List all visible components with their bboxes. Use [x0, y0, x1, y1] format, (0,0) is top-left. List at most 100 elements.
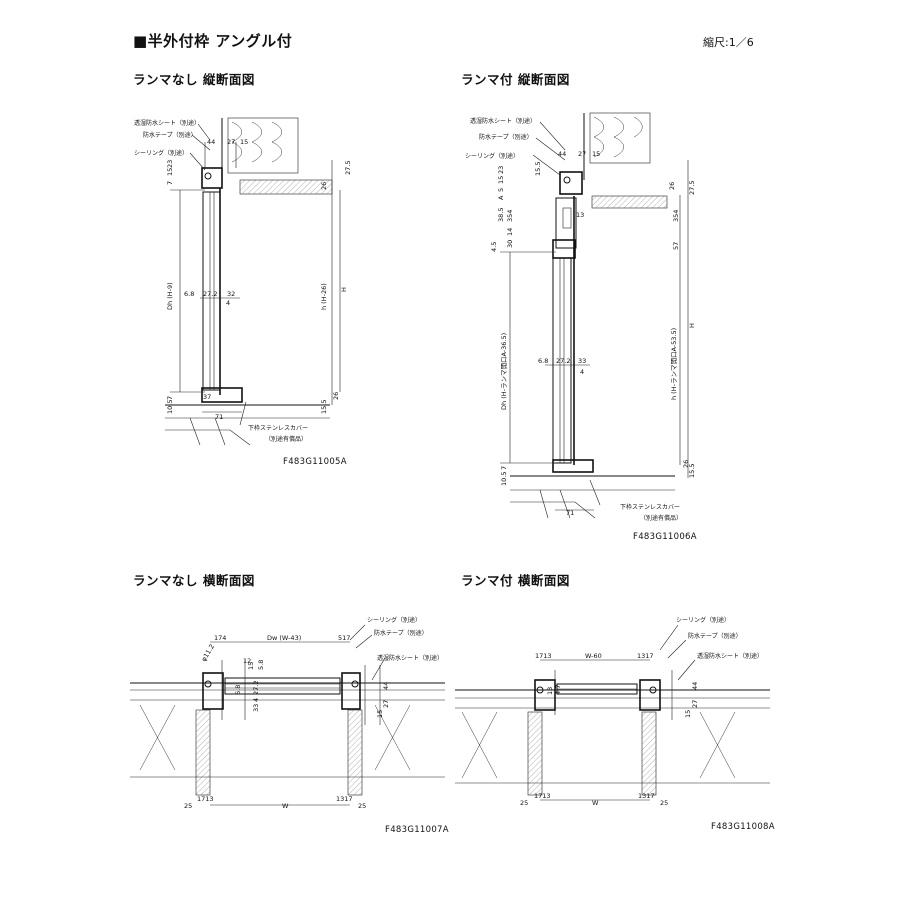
- dim-33: 33: [252, 704, 260, 712]
- sash: [224, 677, 341, 695]
- dim-27-5: 27.5: [344, 161, 352, 175]
- title-h-ranma: ランマ付 横断面図: [461, 573, 570, 588]
- label-sheet: 透湿防水シート（別途）: [697, 652, 763, 660]
- sealing-mark: [563, 176, 571, 184]
- dim-4-5: 4.5: [490, 242, 498, 252]
- dim-15: 15: [240, 138, 248, 146]
- dim-15-5a: 15.5: [534, 162, 542, 176]
- dim-26a: 26: [320, 182, 328, 190]
- dim-A: A: [497, 195, 505, 200]
- dim-1713b: 1713: [534, 792, 551, 800]
- dim-27-5: 27.5: [688, 181, 696, 195]
- dim-4: 4: [580, 368, 584, 376]
- page-title: ■半外付枠 アングル付: [133, 32, 293, 50]
- dim-4: 4: [226, 299, 230, 307]
- label-cover2: （別途有償品）: [265, 435, 307, 443]
- code-h-ranma: F483G11008A: [711, 822, 775, 832]
- dim-15-5b: 15.5: [688, 464, 696, 478]
- dim-10-5: 10.5: [166, 400, 174, 414]
- dim-15b: 15: [497, 176, 505, 184]
- label-sheet: 透湿防水シート（別途）: [134, 119, 200, 127]
- dim-25b: 25: [660, 799, 668, 807]
- dim-27-2: 27.2: [203, 290, 217, 298]
- dim-5-8: 5.8: [257, 660, 265, 670]
- dim-44: 44: [382, 682, 390, 690]
- label-cover1: 下枠ステンレスカバー: [248, 424, 308, 432]
- code-h-no-ranma: F483G11007A: [385, 825, 449, 835]
- floor: [165, 404, 330, 446]
- sash: [552, 257, 572, 464]
- dim-H: H: [340, 287, 348, 292]
- dim-dw: Dw (W-43): [267, 634, 301, 642]
- title-h-no-ranma: ランマなし 横断面図: [133, 573, 255, 588]
- frame-bottom: [201, 387, 243, 403]
- dim-23: 23: [497, 166, 505, 174]
- dim-15: 15: [247, 662, 255, 670]
- dim-27: 27: [578, 150, 586, 158]
- sealing-mark: [204, 172, 212, 180]
- dim-26a: 26: [668, 182, 676, 190]
- dim-10-5: 10.5: [500, 472, 508, 486]
- dim-7b: 7: [166, 396, 174, 400]
- dim-15b: 15: [376, 710, 384, 718]
- dim-1713a: 1713: [535, 652, 552, 660]
- dim-71: 71: [566, 509, 574, 517]
- code-v-ranma: F483G11006A: [633, 532, 697, 542]
- dim-1317b: 1317: [638, 792, 655, 800]
- dim-44: 44: [691, 682, 699, 690]
- dim-27-2: 27.2: [556, 357, 570, 365]
- label-cover2: （別途有償品）: [640, 514, 682, 522]
- dim-25a: 25: [520, 799, 528, 807]
- dim-hh: h (H-26): [320, 283, 328, 310]
- dim-15: 15: [684, 710, 692, 718]
- wall-insulation: [583, 112, 651, 180]
- label-cover1: 下枠ステンレスカバー: [620, 503, 680, 511]
- dim-12: 12: [243, 657, 251, 665]
- stud-right: [347, 709, 363, 796]
- dim-174: 174: [214, 634, 226, 642]
- wall-bands: [130, 682, 445, 778]
- dim-14: 14: [506, 228, 514, 236]
- dim-27: 27: [691, 700, 699, 708]
- label-tape: 防水テープ（別途）: [688, 632, 742, 640]
- dim-57: 57: [672, 242, 680, 250]
- stud-left: [527, 711, 543, 796]
- title-v-ranma: ランマ付 縦断面図: [461, 72, 570, 87]
- floor: [510, 475, 675, 519]
- dim-30: 30: [506, 240, 514, 248]
- stud-left: [195, 709, 211, 796]
- code-v-no-ranma: F483G11005A: [283, 457, 347, 467]
- dim-15: 15: [592, 150, 600, 158]
- title-v-no-ranma: ランマなし 縦断面図: [133, 72, 255, 87]
- label-sealing: シーリング（別途）: [465, 152, 519, 160]
- dim-15b: 15: [166, 168, 174, 176]
- dim-4: 4: [252, 698, 260, 702]
- dim-6-8: 6.8: [184, 290, 194, 298]
- label-sheet: 透湿防水シート（別途）: [377, 654, 443, 662]
- dim-517: 517: [338, 634, 350, 642]
- dim-27: 27: [227, 138, 235, 146]
- frame-right: [639, 679, 661, 711]
- dim-71: 71: [215, 413, 223, 421]
- label-tape: 防水テープ（別途）: [479, 133, 533, 141]
- scale-label: 縮尺:1／6: [703, 36, 754, 49]
- dim-1713: 1713: [197, 795, 214, 803]
- dim-W: W: [592, 799, 599, 807]
- dim-26b: 26: [332, 392, 340, 400]
- dim-7: 7: [166, 181, 174, 185]
- dim-dh: Dh (H-ランマ開口A-36.5): [500, 333, 508, 410]
- label-sheet: 透湿防水シート（別途）: [470, 117, 536, 125]
- dim-44: 44: [558, 150, 566, 158]
- dim-1317a: 1317: [637, 652, 654, 660]
- dim-hh: h (H-ランマ開口A-53.5): [670, 328, 678, 400]
- label-sealing: シーリング（別途）: [134, 149, 188, 157]
- ranma-panel: [555, 197, 577, 249]
- frame-left: [202, 672, 224, 710]
- dim-27-2: 27.2: [252, 681, 260, 695]
- dim-354b: 354: [672, 210, 680, 222]
- label-tape: 防水テープ（別途）: [374, 629, 428, 637]
- dim-354a: 354: [506, 210, 514, 222]
